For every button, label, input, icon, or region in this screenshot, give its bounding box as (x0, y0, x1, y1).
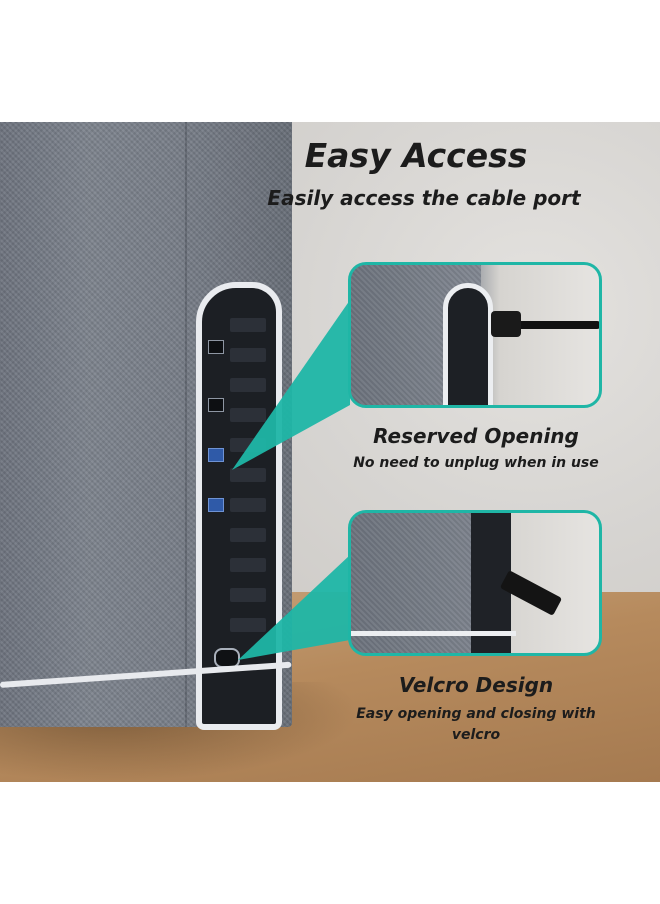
callout-pointer-bottom (238, 555, 350, 660)
page-subtitle: Easily access the cable port (267, 186, 581, 210)
detail-panel-velcro (348, 510, 602, 656)
cable-port-opening (196, 282, 282, 730)
vent-fin (230, 618, 266, 632)
callout-pointer-top (232, 300, 350, 470)
feature-desc-reserved-opening: No need to unplug when in use (353, 455, 599, 471)
opening-closeup (443, 283, 493, 405)
vent-fin (230, 468, 266, 482)
vent-fin (230, 588, 266, 602)
vent-fin (230, 558, 266, 572)
console-dust-cover (0, 122, 292, 730)
hdmi-port-icon (208, 340, 224, 354)
lan-port-icon (208, 398, 224, 412)
cable-icon (501, 321, 599, 329)
vent-fin (230, 378, 266, 392)
page-title: Easy Access (304, 136, 528, 175)
vent-fin (230, 528, 266, 542)
vent-fin (230, 348, 266, 362)
vent-fin (230, 408, 266, 422)
cover-seam (185, 122, 187, 727)
usb-port-icon (208, 448, 224, 462)
feature-desc-velcro: Easy opening and closing with velcro (356, 706, 596, 743)
feature-title-velcro: Velcro Design (398, 673, 554, 697)
cable-plug-icon (491, 311, 521, 337)
vent-fin (230, 498, 266, 512)
feature-title-reserved-opening: Reserved Opening (373, 424, 579, 448)
vent-fin (230, 318, 266, 332)
velcro-hem (351, 631, 516, 636)
detail-panel-reserved-opening (348, 262, 602, 408)
usb-port-icon (208, 498, 224, 512)
